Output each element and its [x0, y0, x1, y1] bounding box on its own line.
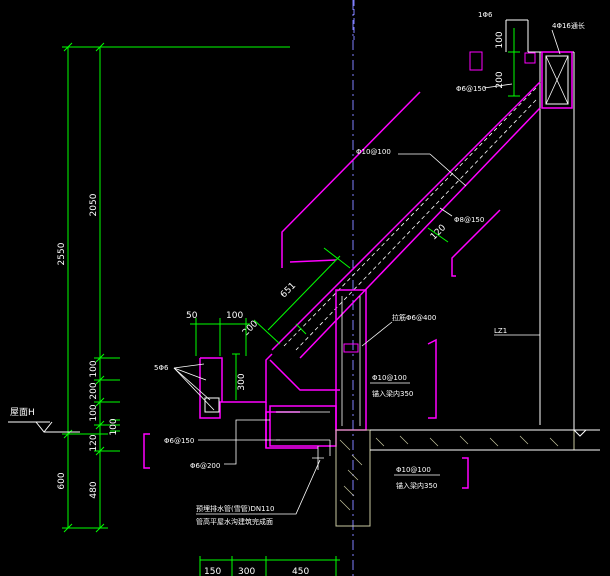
bottom-dims — [199, 556, 340, 576]
label-wall-anchor-2: 锚入梁内350 — [396, 481, 437, 490]
dim-100-b: 100 — [89, 404, 99, 421]
label-stirrup-150: Φ6@150 — [164, 437, 194, 445]
label-slab-bar-upper: Φ10@100 — [356, 148, 391, 156]
top-gutter-dims — [190, 318, 250, 400]
dim-120-slab: 120 — [429, 223, 448, 242]
leader-slab-upper-2 — [429, 153, 467, 187]
column-outline — [505, 19, 575, 440]
label-wall-bar-1: Φ10@100 — [372, 374, 407, 382]
top-right-dims — [508, 28, 520, 97]
dim-200-corner: 200 — [241, 319, 260, 338]
dim-100-a: 100 — [89, 360, 99, 377]
dim-300: 300 — [237, 373, 247, 390]
dim-651: 651 — [279, 281, 298, 300]
leader-slab-lower — [439, 207, 453, 217]
floor-break-right — [573, 429, 587, 437]
dim-overall-height: 2550 — [57, 242, 67, 265]
upper-roof-line — [281, 91, 501, 277]
anchor-hook — [343, 343, 359, 353]
dim-upper-height: 2050 — [89, 193, 99, 216]
dim-480: 480 — [89, 481, 99, 498]
label-column: LZ1 — [494, 327, 507, 335]
label-wall-bar-2: Φ10@100 — [396, 466, 431, 474]
label-stirrup-top: Φ6@150 — [456, 85, 486, 93]
leader-anchor-bar — [361, 321, 393, 347]
left-dimension-chain — [62, 42, 290, 533]
dim-120: 120 — [89, 434, 99, 451]
leader-stirrup-top — [483, 83, 513, 89]
dim-600: 600 — [57, 472, 67, 489]
dim-450-bottom: 450 — [292, 567, 309, 576]
label-anchor-bar: 拉筋Φ6@400 — [392, 313, 436, 322]
leader-drain-note — [196, 459, 321, 515]
gutter-rebar-box — [204, 397, 220, 413]
dim-top-100: 100 — [495, 31, 505, 48]
foundation-wall — [335, 429, 575, 527]
label-drain-note-1: 预埋排水管(雪管)DN110 — [196, 504, 274, 513]
dim-150-bottom: 150 — [204, 567, 221, 576]
dim-100-h: 100 — [226, 311, 243, 321]
label-gutter-bar: 5Φ6 — [154, 364, 169, 372]
dim-300-bottom: 300 — [238, 567, 255, 576]
vertical-wall — [335, 289, 367, 431]
slab-thickness-dim — [295, 227, 449, 335]
bracket-marks — [143, 338, 469, 489]
label-top-bar: 1Φ6 — [478, 11, 493, 19]
dim-200-a: 200 — [89, 382, 99, 399]
floor-level-marker — [8, 421, 80, 433]
floor-level-label: 屋面H — [10, 407, 35, 418]
dim-50: 50 — [186, 311, 198, 321]
gutter-leaders — [173, 363, 215, 411]
label-drain-note-2: 管高平屋水沟建筑完成面 — [196, 517, 273, 526]
label-wall-anchor-1: 锚入梁内350 — [372, 389, 413, 398]
leader-stirrup-200 — [224, 419, 270, 465]
dim-100-c: 100 — [109, 418, 119, 435]
stirrup-marker — [469, 51, 483, 71]
dim-top-200: 200 — [495, 71, 505, 88]
label-stirrup-200: Φ6@200 — [190, 462, 220, 470]
drain-pipe-markers — [312, 440, 331, 470]
label-top-right: 4Φ16通长 — [552, 21, 585, 30]
slab-dim-651 — [253, 247, 351, 345]
leader-top-right — [551, 29, 561, 55]
label-slab-bar-lower: Φ8@150 — [454, 216, 484, 224]
top-beam — [524, 51, 573, 109]
